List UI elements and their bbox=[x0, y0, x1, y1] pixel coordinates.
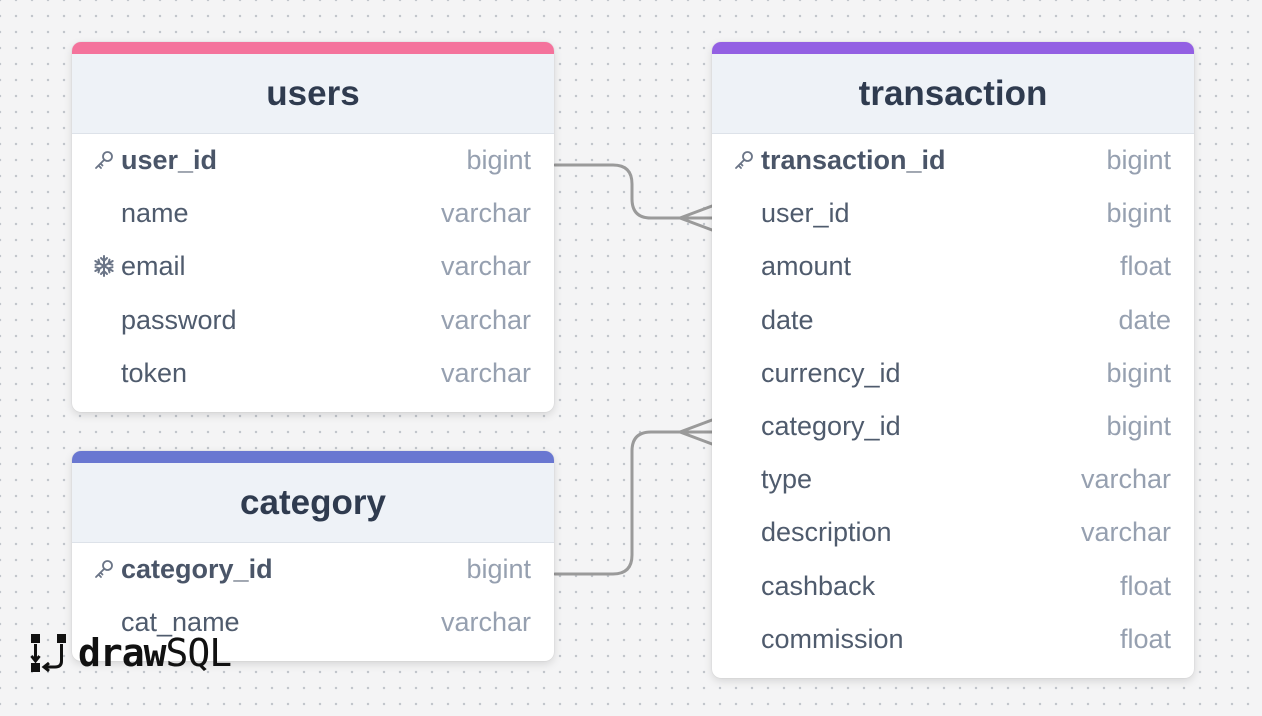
column-list: category_id bigint cat_name varchar bbox=[72, 543, 554, 649]
column-row[interactable]: date date bbox=[712, 294, 1194, 347]
key-icon bbox=[93, 149, 115, 171]
column-type: bigint bbox=[466, 554, 531, 584]
column-row[interactable]: currency_id bigint bbox=[712, 347, 1194, 400]
column-row[interactable]: description varchar bbox=[712, 506, 1194, 559]
column-name: description bbox=[761, 517, 892, 548]
column-name: user_id bbox=[121, 145, 218, 175]
column-row[interactable]: category_id bigint bbox=[712, 400, 1194, 453]
logo-text-sql: SQL bbox=[165, 631, 233, 675]
column-type: float bbox=[1119, 251, 1171, 282]
column-row[interactable]: email varchar bbox=[72, 240, 554, 293]
drawsql-logo-icon bbox=[30, 634, 66, 673]
logo-text-draw: draw bbox=[78, 631, 167, 675]
column-row[interactable]: cashback float bbox=[712, 560, 1194, 613]
column-type: bigint bbox=[1106, 410, 1171, 441]
column-row[interactable]: type varchar bbox=[712, 453, 1194, 506]
column-type: date bbox=[1118, 304, 1171, 335]
column-name: user_id bbox=[761, 198, 850, 229]
table-title[interactable]: category bbox=[72, 463, 554, 543]
relation-users-transaction[interactable] bbox=[553, 163, 714, 232]
table-color-bar bbox=[72, 451, 554, 463]
table-color-bar bbox=[712, 42, 1194, 54]
table-color-bar bbox=[72, 42, 554, 54]
column-type: varchar bbox=[440, 198, 531, 229]
column-row[interactable]: password varchar bbox=[72, 294, 554, 347]
column-name: amount bbox=[761, 251, 852, 282]
table-title[interactable]: users bbox=[72, 54, 554, 134]
column-name: cat_name bbox=[121, 607, 240, 638]
column-type: bigint bbox=[1106, 198, 1171, 229]
column-name: cashback bbox=[761, 570, 876, 601]
column-row[interactable]: user_id bigint bbox=[712, 187, 1194, 240]
column-type: varchar bbox=[440, 304, 531, 335]
key-icon bbox=[93, 558, 115, 580]
column-name: date bbox=[761, 304, 814, 335]
column-name: category_id bbox=[121, 554, 273, 584]
column-type: varchar bbox=[440, 251, 531, 282]
table-category[interactable]: category category_id bigint cat_name varcha… bbox=[72, 451, 554, 661]
column-name: category_id bbox=[761, 410, 901, 441]
column-name: token bbox=[121, 357, 188, 388]
key-icon bbox=[733, 149, 755, 171]
column-name: name bbox=[121, 198, 189, 229]
column-type: varchar bbox=[440, 357, 531, 388]
column-row[interactable]: token varchar bbox=[72, 347, 554, 400]
column-row[interactable]: category_id bigint bbox=[72, 543, 554, 596]
column-row[interactable]: amount float bbox=[712, 240, 1194, 293]
column-type: bigint bbox=[1106, 145, 1171, 175]
column-type: float bbox=[1119, 570, 1171, 601]
table-title[interactable]: transaction bbox=[712, 54, 1194, 134]
column-row[interactable]: name varchar bbox=[72, 187, 554, 240]
column-name: currency_id bbox=[761, 357, 901, 388]
column-type: float bbox=[1119, 623, 1171, 654]
relation-category-transaction[interactable] bbox=[553, 418, 714, 576]
column-name: type bbox=[761, 464, 813, 495]
column-type: varchar bbox=[440, 607, 531, 638]
column-row[interactable]: commission float bbox=[712, 613, 1194, 666]
column-row[interactable]: cat_name varchar bbox=[72, 596, 554, 649]
snowflake-icon bbox=[93, 255, 115, 278]
column-type: bigint bbox=[1106, 357, 1171, 388]
column-type: varchar bbox=[1080, 517, 1171, 548]
column-type: varchar bbox=[1080, 464, 1171, 495]
column-name: transaction_id bbox=[761, 145, 946, 175]
column-name: commission bbox=[761, 623, 904, 654]
column-row[interactable]: user_id bigint bbox=[72, 134, 554, 187]
column-type: bigint bbox=[466, 145, 531, 175]
column-name: password bbox=[121, 304, 237, 335]
table-users[interactable]: users user_id bigint name varchar email varch… bbox=[72, 42, 554, 412]
column-row[interactable]: transaction_id bigint bbox=[712, 134, 1194, 187]
column-name: email bbox=[121, 251, 186, 282]
